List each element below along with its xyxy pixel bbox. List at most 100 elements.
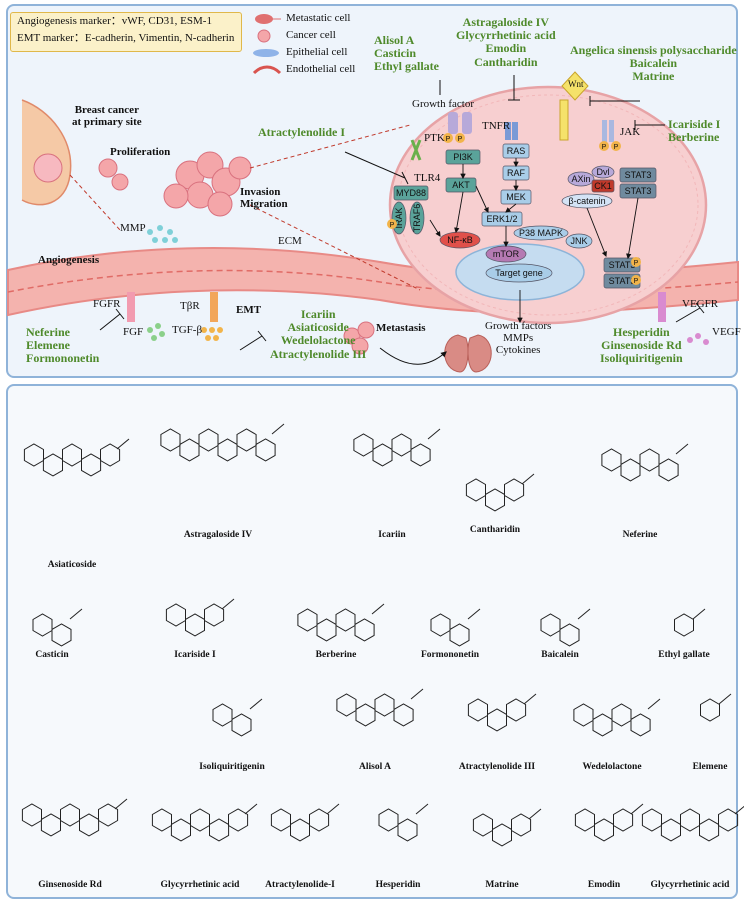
breast-cancer-label: Breast cancer at primary site [72,104,142,129]
legend-cancer: Cancer cell [252,27,355,44]
lung-right [467,334,492,373]
tlr4-label: TLR4 [414,172,441,184]
svg-text:STAT3: STAT3 [609,260,636,270]
phosphate-0 [443,133,453,143]
svg-text:MYD88: MYD88 [396,188,426,198]
structure-18 [270,803,340,842]
vegfr-label: VEGFR [682,298,719,310]
compound-name: Cantharidin [469,525,521,535]
emt-label: EMT [236,304,262,316]
inhibitors-wnt: Angelica sinensis polysaccharide Baicale… [570,43,737,84]
structure-19 [378,803,429,842]
compound-name: Casticin [35,650,69,660]
ptk-label: PTK [424,132,445,144]
structure-13 [467,693,537,732]
angiogenesis-marker: Angiogenesis marker：vWF, CD31, ESM-1 [17,15,212,27]
compound-name: Astragaloside IV [183,530,253,540]
inhibitors-emt: Icariin Asiaticoside Wedelolactone Atrac… [270,307,367,361]
legend-endothelial: Endothelial cell [252,61,355,78]
compound-name: Atractylenolide III [458,762,536,772]
svg-text:IRAK: IRAK [394,207,404,228]
node-traf6: TRAF6 [409,201,425,235]
ptk-receptor [448,112,458,134]
inhibitors-growth-factor: Alisol A Casticin Ethyl gallate [374,33,439,74]
phosphate-label: P [614,144,619,151]
node-axin: AXin [567,171,595,187]
legend-epithelial: Epithelial cell [252,44,355,61]
tlr4-receptor [410,139,422,161]
tnfr-receptor [505,122,511,140]
inhibitors-tlr4: Atractylenolide I [258,125,345,139]
proliferation-label: Proliferation [110,146,171,158]
structure-15 [700,693,732,722]
outputs-label: Growth factors MMPs Cytokines [485,320,552,357]
svg-text:PI3K: PI3K [453,152,473,162]
structure-8 [430,608,481,647]
legend: Metastatic cell Cancer cell Epithelial c… [252,10,355,78]
node-stat3a: STAT3 [619,167,657,183]
jak-label: JAK [620,126,641,138]
phosphate-label: P [390,222,395,229]
node-dvl: Dvl [591,165,615,179]
phosphate-3 [611,141,621,151]
svg-text:MEK: MEK [506,192,526,202]
svg-text:β-catenin: β-catenin [568,196,605,206]
structure-1 [160,423,285,462]
phosphate-label: P [446,136,451,143]
svg-text:TRAF6: TRAF6 [412,204,422,233]
structure-6 [165,598,235,637]
ecm-label: ECM [278,235,302,247]
svg-text:RAS: RAS [507,146,526,156]
angiogenesis-label: Angiogenesis [38,254,100,266]
marker-box: Angiogenesis marker：vWF, CD31, ESM-1 EMT… [10,12,242,52]
structure-11 [212,698,263,737]
svg-text:STAT3: STAT3 [625,170,652,180]
invasion-label: Invasion Migration [240,186,288,211]
legend-metastatic: Metastatic cell [252,10,355,27]
svg-text:RAF: RAF [507,168,526,178]
compound-name: Alisol A [359,762,391,772]
metastasis-label: Metastasis [376,322,426,334]
wnt-label: Wnt [568,79,584,89]
compound-name: Ethyl gallate [658,650,710,660]
compound-name: Wedelolactone [582,762,642,772]
mmp-label: MMP [120,222,146,234]
phosphate-label: P [602,144,607,151]
fgf-label: FGF [123,326,144,338]
structure-10 [674,608,706,637]
structure-5 [32,608,83,647]
tbr-label: TβR [180,300,200,312]
compound-name: Emodin [587,880,621,890]
inhibitors-fgfr: Neferine Elemene Formononetin [26,325,100,366]
vegf-label: VEGF [712,326,741,338]
inhibitors-tnfr: Astragaloside IV Glycyrrhetinic acid Emo… [456,15,556,69]
inhibitors-jak: Icariside I Berberine [668,117,721,145]
structure-9 [540,608,591,647]
compound-name: Ginsenoside Rd [38,880,102,890]
inhibitors-vegfr: Hesperidin Ginsenoside Rd Isoliquiritige… [600,325,683,366]
compound-name: Elemene [692,762,728,772]
phosphate-label: P [634,260,639,267]
tbr-icon [210,292,218,322]
compound-name: Baicalein [541,650,579,660]
emt-marker: EMT marker：E-cadherin, Vimentin, N-cadhe… [17,32,235,44]
svg-text:NF-κB: NF-κB [447,235,473,245]
growth-factor-label: Growth factor [412,98,475,110]
structure-0 [23,438,130,477]
svg-text:Target gene: Target gene [495,268,543,278]
tgfb-label: TGF-β [172,324,203,336]
structure-20 [472,808,542,847]
svg-text:STAT3: STAT3 [609,276,636,286]
breast-illustration [21,99,72,206]
lrp-receptor [559,99,569,141]
svg-text:CK1: CK1 [594,181,612,191]
structure-17 [151,803,258,842]
node-nfkb: NF-κB [439,231,481,249]
node-erk: ERK1/2 [481,211,523,227]
compound-name: Neferine [622,530,658,540]
compound-name: Formononetin [420,650,480,660]
node-target: Target gene [485,263,553,283]
compound-name: Isoliquiritigenin [199,762,265,772]
structure-14 [573,698,661,737]
node-jnk: JNK [565,233,593,249]
